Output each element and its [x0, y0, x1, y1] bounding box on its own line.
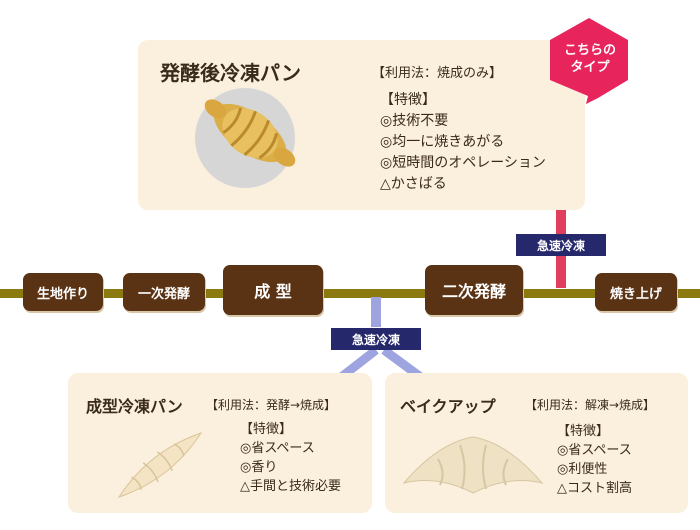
- feature-item: ◎技術不要: [380, 113, 449, 129]
- type-badge-text: こちらの タイプ: [550, 42, 630, 76]
- features-heading: 【特徴】: [380, 92, 436, 108]
- step-first-fermentation: 一次発酵: [123, 273, 205, 311]
- top-card-title: 発酵後冷凍パン: [160, 61, 301, 85]
- feature-item: △コスト割高: [557, 481, 632, 496]
- feature-item: ◎均一に焼きあがる: [380, 134, 505, 150]
- step-second-fermentation: 二次発酵: [425, 265, 523, 315]
- left-card-features: 【特徴】 ◎省スペース ◎香り △手間と技術必要: [240, 420, 341, 496]
- feature-item: ◎省スペース: [240, 441, 315, 456]
- badge-line: タイプ: [570, 60, 610, 75]
- feature-item: △かさばる: [380, 176, 447, 192]
- bottom-connector-stem: [371, 297, 381, 327]
- step-shaping: 成 型: [223, 265, 323, 315]
- step-dough: 生地作り: [23, 273, 103, 311]
- left-card: [68, 373, 372, 513]
- right-card-usage: 【利用法：解凍→焼成】: [525, 398, 656, 412]
- type-badge: [550, 18, 628, 104]
- freeze-label-top: 急速冷凍: [516, 234, 606, 256]
- right-card-features: 【特徴】 ◎省スペース ◎利便性 △コスト割高: [557, 422, 632, 498]
- bread-image-top: [195, 88, 296, 188]
- bread-image-left: [117, 432, 203, 498]
- right-card-title: ベイクアップ: [400, 397, 496, 416]
- freeze-label-bottom: 急速冷凍: [331, 328, 421, 350]
- feature-item: △手間と技術必要: [240, 479, 341, 494]
- features-heading: 【特徴】: [557, 424, 610, 439]
- feature-item: ◎利便性: [557, 462, 608, 477]
- top-card-usage: 【利用法：焼成のみ】: [372, 66, 503, 81]
- right-card: [385, 373, 688, 513]
- feature-item: ◎短時間のオペレーション: [380, 155, 546, 171]
- process-line: [0, 289, 700, 298]
- feature-item: ◎省スペース: [557, 443, 632, 458]
- feature-item: ◎香り: [240, 460, 278, 475]
- features-heading: 【特徴】: [240, 422, 293, 437]
- badge-line: こちらの: [563, 43, 616, 58]
- bread-image-right: [402, 436, 544, 494]
- top-card-features: 【特徴】 ◎技術不要 ◎均一に焼きあがる ◎短時間のオペレーション △かさばる: [380, 90, 546, 195]
- step-baking: 焼き上げ: [595, 273, 677, 311]
- left-card-usage: 【利用法：発酵→焼成】: [206, 398, 337, 412]
- left-card-title: 成型冷凍パン: [86, 397, 183, 416]
